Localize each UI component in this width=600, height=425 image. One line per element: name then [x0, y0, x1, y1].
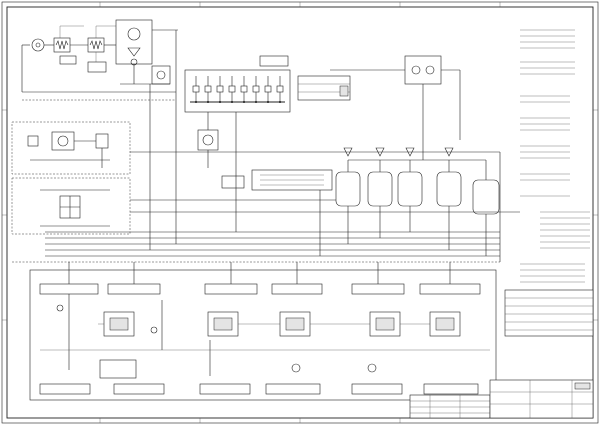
- station-cross-links: [40, 323, 490, 351]
- station-5: [351, 262, 405, 395]
- manifold-drop: [197, 112, 219, 168]
- revision-table: [409, 394, 491, 419]
- tank-5: [472, 168, 500, 215]
- station-1: [39, 262, 137, 395]
- main-valve-block: [115, 19, 178, 85]
- left-feed-lines: [21, 30, 177, 118]
- notes-panel: [520, 29, 590, 283]
- valve-manifold: [184, 55, 291, 113]
- tank-1: [335, 160, 361, 207]
- left-subpanel-lower: [11, 177, 131, 235]
- manifold-legend-box: [297, 75, 351, 101]
- left-subpanel-upper: [11, 121, 131, 175]
- station-6: [419, 262, 481, 395]
- distribution-buses: [12, 151, 520, 263]
- station-2: [107, 262, 165, 395]
- tank-header-pipe: [343, 104, 487, 168]
- station-frame: [29, 269, 497, 401]
- vertical-risers: [149, 84, 501, 262]
- station-4: [265, 262, 323, 395]
- tank-4: [436, 160, 462, 207]
- top-right-valve-cluster: [330, 55, 461, 140]
- legend-block: [504, 289, 594, 337]
- central-control-unit: [221, 169, 333, 191]
- title-block: [489, 379, 594, 419]
- tank-3: [397, 160, 423, 207]
- tank-2: [367, 160, 393, 207]
- feed-pump-assembly: [22, 25, 116, 73]
- station-3: [199, 262, 258, 395]
